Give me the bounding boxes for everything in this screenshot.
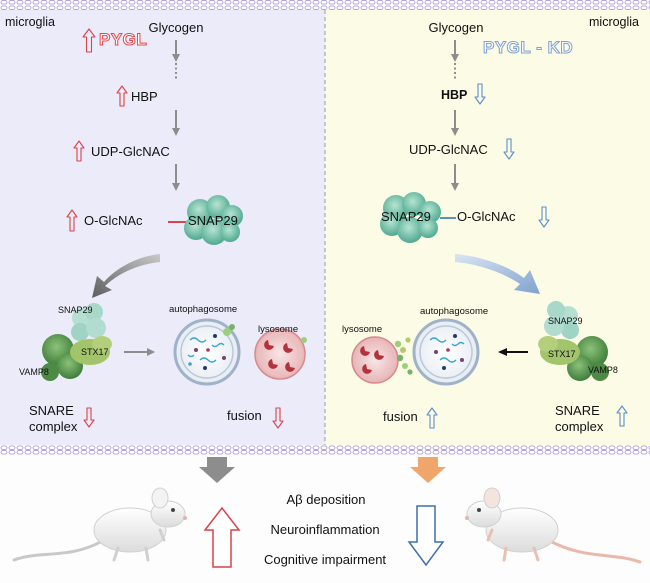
grey-down-arrow-icon [199,457,235,483]
curved-arrow-right [455,254,540,294]
snare-complex-left [41,303,112,381]
snap29-protein-left [184,195,243,245]
right-oglcnac: O-GlcNAc [457,209,516,224]
right-snare-line1: SNARE [555,403,600,418]
down-arrow-hbp-icon [474,83,486,105]
right-snap29-small: SNAP29 [548,316,583,326]
right-fusion: fusion [383,409,418,424]
left-gene-label: PYGL [98,30,148,50]
up-arrow-pygl-icon [82,28,96,53]
right-udp-glcnac: UDP-GlcNAC [409,142,488,157]
right-region-label: microglia [589,15,640,29]
outcome-abeta: Aβ deposition [286,492,366,507]
left-snap29-small: SNAP29 [58,305,93,315]
down-arrow-snare-left-icon [83,407,95,428]
left-snare-line1: SNARE [29,403,74,418]
right-vamp8: VAMP8 [588,365,618,375]
left-lysosome-label: lysosome [258,324,299,335]
left-glycogen: Glycogen [148,20,204,35]
orange-down-arrow-icon [410,457,446,483]
left-panel-bg [0,0,325,455]
left-oglcnac: O-GlcNAc [84,213,143,228]
down-arrow-oglcnac-icon [538,206,550,228]
mouse-left-icon [12,487,187,562]
down-arrow-udp-icon [503,138,515,160]
right-gene-label: PYGL - KD [482,38,574,58]
left-region-label: microglia [5,15,56,29]
left-autophagosome-label: autophagosome [169,304,238,315]
outcome-neuroinflammation: Neuroinflammation [270,522,380,537]
left-snap29-protein-label: SNAP29 [188,213,238,228]
left-fusion: fusion [227,408,262,423]
right-stx17: STX17 [548,349,576,359]
right-snare-line2: complex [555,419,604,434]
right-glycogen: Glycogen [428,20,484,35]
fusion-complex-right [351,318,480,386]
cell-membrane [0,445,650,455]
up-arrow-hbp-icon [116,85,128,107]
right-panel-bg [325,0,650,455]
left-vamp8: VAMP8 [19,367,49,377]
right-lysosome-label: lysosome [342,324,383,335]
right-autophagosome-label: autophagosome [420,306,489,317]
up-arrow-outcomes-icon [203,506,241,568]
snap29-protein-right [380,192,441,243]
down-arrow-fusion-left-icon [272,407,284,429]
left-hbp: HBP [131,89,158,104]
outcome-cognitive-impairment: Cognitive impairment [263,552,387,567]
mouse-right-icon [465,487,642,564]
up-arrow-fusion-right-icon [426,407,438,429]
up-arrow-snare-right-icon [616,405,628,427]
lysosome-left [254,328,307,380]
top-membrane [0,0,650,10]
left-snare-line2: complex [29,419,78,434]
left-stx17: STX17 [81,347,109,357]
snare-complex-right [538,301,609,381]
autophagosome-left [173,318,241,386]
left-udp-glcnac: UDP-GlcNAC [91,144,170,159]
curved-arrow-left [92,254,160,298]
right-hbp: HBP [441,88,468,102]
right-snap29-protein-label: SNAP29 [381,209,431,224]
down-arrow-outcomes-icon [407,505,445,567]
up-arrow-oglcnac-icon [66,209,78,232]
up-arrow-udp-icon [73,140,85,162]
